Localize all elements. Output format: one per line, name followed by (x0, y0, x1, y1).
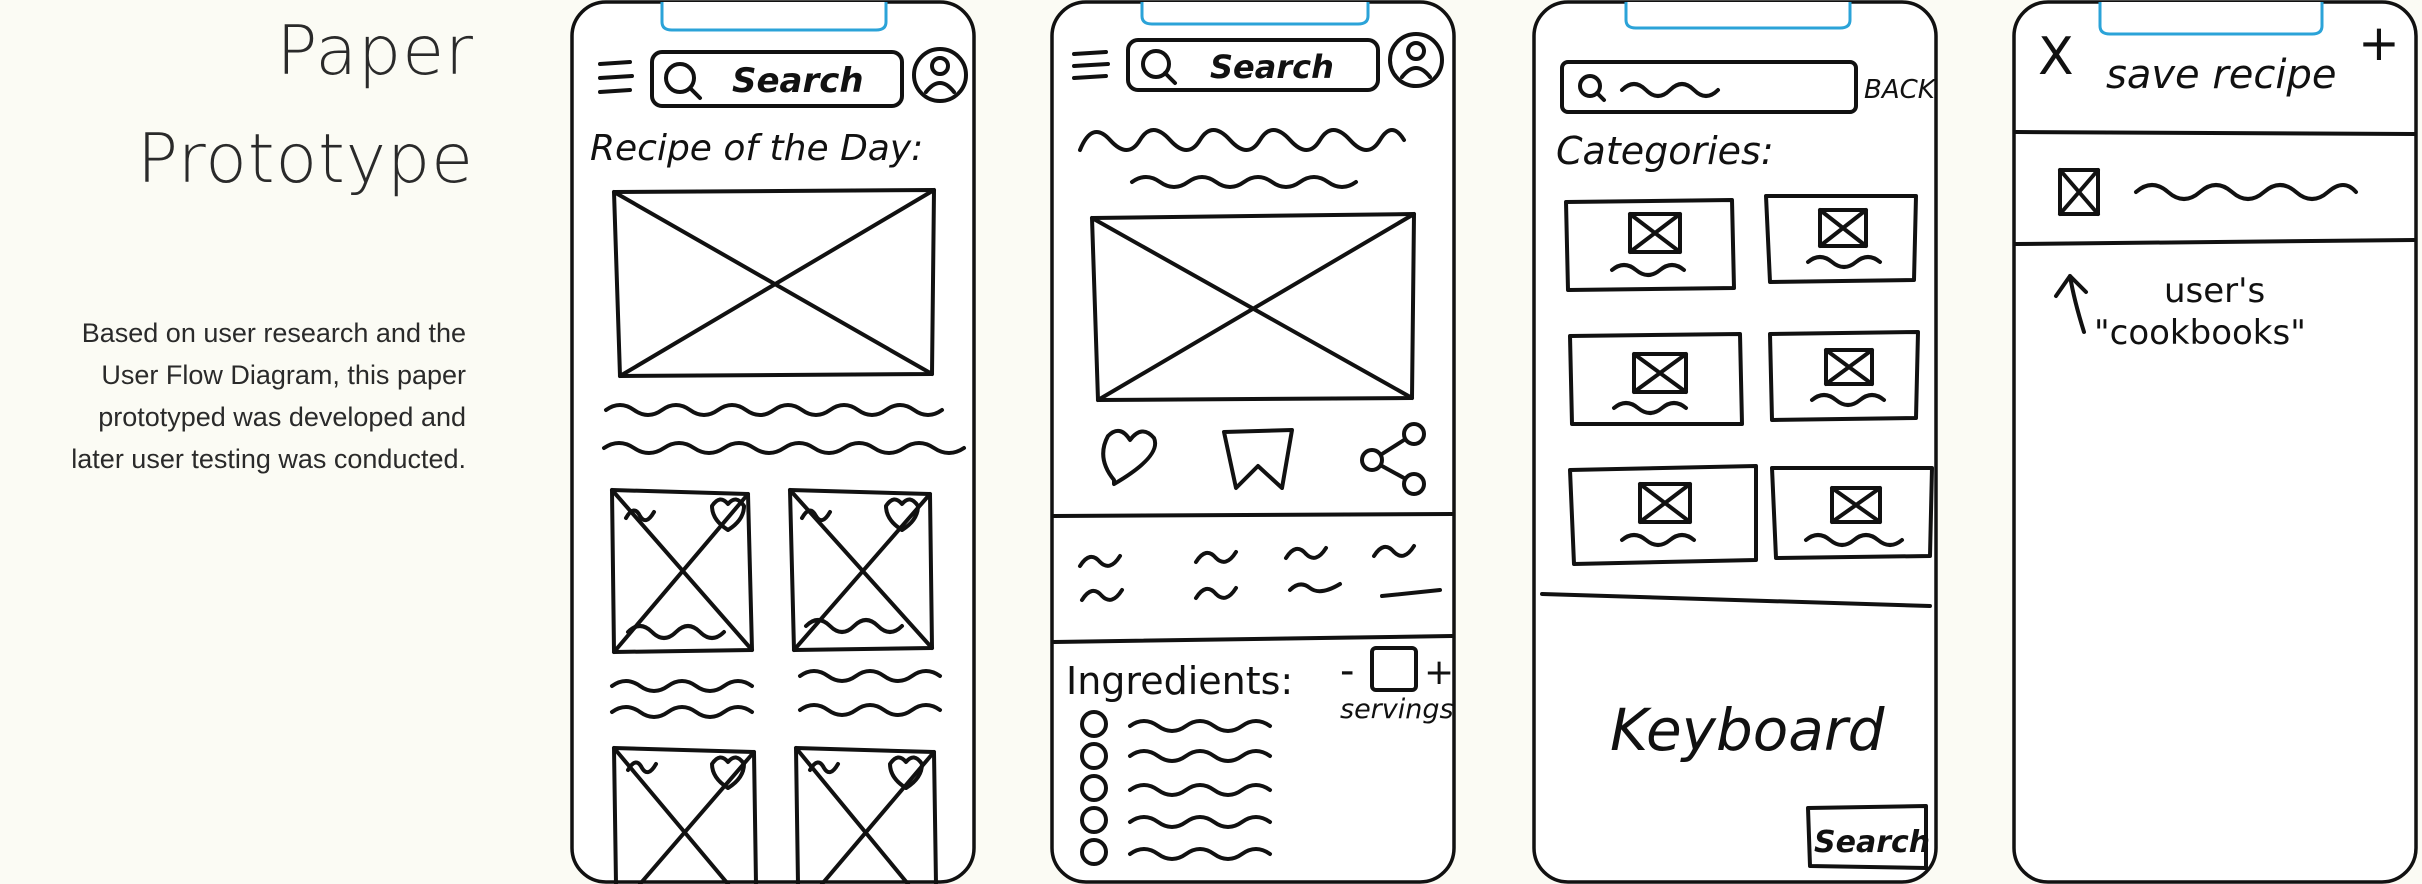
search-icon (664, 62, 702, 100)
ingredient-row[interactable] (1080, 838, 1272, 866)
search-label: Search (1210, 48, 1334, 86)
category-card[interactable] (1770, 466, 1934, 560)
note-line2: "cookbooks" (2094, 313, 2306, 353)
ingredient-row[interactable] (1080, 806, 1272, 834)
search-box[interactable] (1560, 60, 1858, 114)
description-line: User Flow Diagram, this paper (101, 360, 466, 390)
stepper-plus[interactable]: + (1424, 652, 1454, 693)
description-line: prototyped was developed and (98, 402, 466, 432)
category-card[interactable] (1764, 194, 1918, 284)
save-recipe-title: save recipe (2106, 52, 2337, 98)
search-submit-button[interactable]: Search (1806, 804, 1930, 870)
divider-line (2014, 238, 2416, 246)
phone-home-screen: Search Recipe of the Day: (570, 0, 976, 884)
heart-icon[interactable] (1101, 428, 1158, 486)
menu-icon[interactable] (598, 60, 634, 94)
stepper-minus[interactable]: - (1340, 648, 1354, 694)
servings-label: servings (1340, 694, 1454, 725)
recipe-title-squiggle (1130, 175, 1358, 189)
keyboard-label: Keyboard (1610, 696, 1886, 764)
recipe-title-squiggle (1078, 128, 1406, 152)
category-card[interactable] (1564, 198, 1736, 292)
recipe-card[interactable] (794, 746, 938, 884)
bookmark-icon[interactable] (1222, 428, 1294, 490)
section-title: Recipe of the Day: (590, 128, 923, 169)
description-line: later user testing was conducted. (71, 444, 466, 474)
text-squiggle (798, 703, 942, 717)
search-box[interactable] (650, 50, 904, 108)
description: Based on user research and the User Flow… (0, 312, 466, 480)
menu-icon[interactable] (1072, 50, 1110, 80)
search-label: Search (732, 61, 864, 101)
back-button[interactable]: BACK (1864, 75, 1937, 105)
cookbook-name-squiggle (2134, 183, 2358, 201)
nutrition-info (1078, 544, 1442, 602)
arrow-icon (2054, 274, 2088, 334)
ingredient-row[interactable] (1080, 710, 1272, 738)
search-button-label: Search (1814, 825, 1930, 860)
servings-box[interactable] (1370, 646, 1418, 692)
note-line1: user's (2164, 271, 2265, 311)
profile-icon[interactable] (1388, 32, 1444, 88)
text-squiggle (798, 669, 942, 683)
search-icon (1578, 74, 1606, 102)
share-icon[interactable] (1360, 422, 1426, 496)
divider-line (1052, 634, 1454, 644)
cookbook-row[interactable] (2058, 168, 2358, 216)
profile-icon[interactable] (912, 47, 968, 103)
divider-line (1052, 512, 1454, 518)
recipe-card[interactable] (612, 746, 758, 884)
ingredient-row[interactable] (1080, 742, 1272, 770)
categories-title: Categories: (1556, 129, 1774, 173)
category-grid (1564, 194, 1934, 566)
category-card[interactable] (1568, 332, 1744, 426)
phone-notch (1140, 2, 1370, 26)
phone-recipe-screen: Search (1050, 0, 1456, 884)
title-prototype: Prototype (136, 120, 474, 199)
text-squiggle (610, 705, 754, 719)
description-line: Based on user research and the (81, 318, 466, 348)
add-icon[interactable]: + (2358, 14, 2400, 72)
phone-save-screen: X save recipe + user's "cookbooks" (2012, 0, 2418, 884)
recipe-card[interactable] (610, 488, 754, 654)
search-bar[interactable]: Search (650, 50, 904, 108)
category-card[interactable] (1568, 464, 1758, 566)
phone-notch (660, 2, 888, 32)
servings-stepper[interactable]: - + servings (1340, 646, 1454, 725)
search-query-squiggle (1620, 82, 1720, 98)
ingredients-title: Ingredients: (1066, 659, 1293, 703)
search-box[interactable] (1126, 38, 1380, 92)
search-bar[interactable] (1560, 60, 1858, 114)
keyboard-divider (1540, 592, 1932, 608)
text-squiggle (610, 679, 754, 693)
checkbox[interactable] (2058, 168, 2100, 216)
text-squiggle (604, 403, 944, 417)
recipe-card[interactable] (788, 488, 934, 652)
image-placeholder (1090, 212, 1416, 402)
title-paper: Paper (276, 12, 474, 91)
search-bar[interactable]: Search (1126, 38, 1380, 92)
phone-notch (2098, 2, 2324, 36)
phone-notch (1624, 2, 1852, 30)
search-icon (1141, 49, 1177, 85)
ingredient-row[interactable] (1080, 774, 1272, 802)
text-squiggle (602, 441, 966, 455)
heart-icon (710, 497, 746, 532)
divider-line (2014, 130, 2416, 136)
image-placeholder (612, 188, 936, 378)
ingredient-list (1080, 710, 1272, 866)
close-icon[interactable]: X (2038, 27, 2074, 87)
phone-search-screen: BACK Categories: (1532, 0, 1938, 884)
category-card[interactable] (1768, 330, 1920, 422)
